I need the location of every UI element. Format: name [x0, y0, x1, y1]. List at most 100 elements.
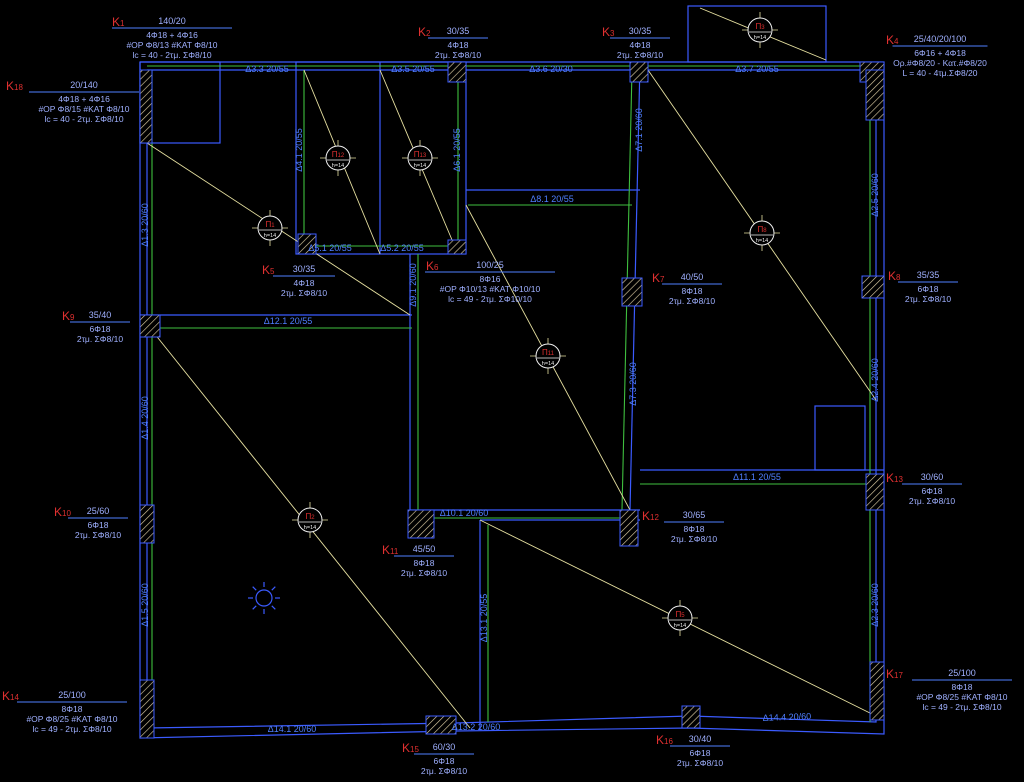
column-size: 20/140 — [70, 80, 98, 90]
beam-label: Δ6.1 20/55 — [452, 128, 462, 172]
column-rebar-text: 4Φ18 + 4Φ16 — [58, 94, 110, 104]
column-id: K10 — [54, 505, 71, 519]
slab-id: Π1 — [265, 220, 275, 229]
slab-thickness: h=14 — [332, 163, 344, 169]
slab-thickness: h=14 — [414, 163, 426, 169]
beam-label: Δ7.3 20/60 — [628, 362, 638, 406]
column-size: 30/35 — [293, 264, 316, 274]
column-id: K2 — [418, 25, 431, 39]
beam-label: Δ13.2 20/60 — [452, 722, 501, 732]
column-size: 25/40/20/100 — [914, 34, 967, 44]
column-rebar-text: 2τμ. ΣΦ8/10 — [77, 334, 124, 344]
column-size: 30/35 — [629, 26, 652, 36]
slab-thickness: h=14 — [754, 35, 766, 41]
column-id: K17 — [886, 667, 903, 681]
column-rebar-text: L = 40 - 4τμ.ΣΦ8/20 — [902, 68, 977, 78]
column-id: K3 — [602, 25, 615, 39]
beam-label: Δ5.1 20/55 — [308, 243, 352, 253]
column-id: K8 — [888, 269, 901, 283]
beam-label: Δ2.4 20/60 — [870, 358, 880, 402]
slab-marker-5: Π5h=14 — [662, 600, 698, 636]
column-id: K18 — [6, 79, 23, 93]
column-size: 30/60 — [921, 472, 944, 482]
column-id: K15 — [402, 741, 419, 755]
slab-id: Π5 — [675, 610, 685, 619]
column-id: K4 — [886, 33, 899, 47]
column-rebar-text: #ΟΡ Φ8/15 #ΚΑΤ Φ8/10 — [38, 104, 129, 114]
column-rebar-text: #ΟΡ Φ10/13 #ΚΑΤ Φ10/10 — [440, 284, 541, 294]
column-rebar-text: lc = 49 - 2τμ. ΣΦ10/10 — [448, 294, 532, 304]
column-rebar-text: 6Φ18 — [922, 486, 943, 496]
column-rebar-text: 8Φ18 — [952, 682, 973, 692]
beam-label: Δ11.1 20/55 — [733, 472, 781, 482]
beam-label: Δ7.1 20/60 — [634, 108, 644, 152]
column-size: 25/100 — [58, 690, 86, 700]
slab-marker-12: Π12 h=14 — [320, 140, 356, 176]
column-rebar-text: 4Φ18 + 4Φ16 — [146, 30, 198, 40]
slab-span-lines — [146, 7, 877, 729]
column-id: K7 — [652, 271, 665, 285]
column-rebar-text: 4Φ18 — [630, 40, 651, 50]
column-rebar-text: lc = 40 - 2τμ. ΣΦ8/10 — [44, 114, 123, 124]
slab-marker-1: Π1h=14 — [252, 210, 288, 246]
column-id: K11 — [382, 543, 399, 557]
outline-inner — [146, 69, 877, 729]
slab-circle — [667, 605, 693, 631]
slab-thickness: h=14 — [304, 525, 316, 531]
column-rebar-text: 8Φ18 — [414, 558, 435, 568]
slab-thickness: h=14 — [542, 361, 554, 367]
slab-marker-2: Π2h=14 — [292, 502, 328, 538]
column-id: K1 — [112, 15, 125, 29]
column-rebar-text: 6Φ18 — [90, 324, 111, 334]
column-rebar-text: 2τμ. ΣΦ8/10 — [905, 294, 952, 304]
column-rebar-text: 6Φ16 + 4Φ18 — [914, 48, 966, 58]
column-rebar-text: 2τμ. ΣΦ8/10 — [435, 50, 482, 60]
column-rebar-text: 6Φ18 — [918, 284, 939, 294]
slab-circle — [325, 145, 351, 171]
column-id: K12 — [642, 509, 659, 523]
column-rebar-text: 8Φ18 — [62, 704, 83, 714]
column-rebar-text: #ΟΡ Φ8/25 #ΚΑΤ Φ8/10 — [26, 714, 117, 724]
beam-label: Δ13.1 20/55 — [479, 594, 489, 643]
column-id: K16 — [656, 733, 673, 747]
slab-marker-3: Π3h=14 — [742, 12, 778, 48]
beam-label: Δ2.3 20/60 — [870, 583, 880, 627]
beam-label: Δ8.1 20/55 — [530, 194, 574, 204]
column-label-18: K18 20/140 4Φ18 + 4Φ16#ΟΡ Φ8/15 #ΚΑΤ Φ8/10… — [6, 79, 139, 124]
column-rebar-text: lc = 40 - 2τμ. ΣΦ8/10 — [132, 50, 211, 60]
column-rebar-text: 2τμ. ΣΦ8/10 — [909, 496, 956, 506]
slab-circle — [535, 343, 561, 369]
slab-id: Π13 — [414, 150, 427, 159]
structure-outline — [139, 5, 885, 739]
column-rebar-text: 6Φ18 — [434, 756, 455, 766]
beam-lines — [147, 65, 876, 728]
outline-niche — [814, 405, 866, 471]
outline-stair — [295, 61, 467, 255]
slab-thickness: h=14 — [756, 238, 768, 244]
column-rebar-text: 8Φ18 — [684, 524, 705, 534]
column-rebar-text: 2τμ. ΣΦ8/10 — [75, 530, 122, 540]
slab-circle — [297, 507, 323, 533]
column-size: 45/50 — [413, 544, 436, 554]
column-id: K14 — [2, 689, 19, 703]
column-size: 30/65 — [683, 510, 706, 520]
slab-id: Π12 — [332, 150, 345, 159]
column-size: 40/50 — [681, 272, 704, 282]
slab-circle — [749, 220, 775, 246]
column-rebar-text: 2τμ. ΣΦ8/10 — [677, 758, 724, 768]
slab-circle — [257, 215, 283, 241]
slab-marker-8: Π8h=14 — [744, 215, 780, 251]
